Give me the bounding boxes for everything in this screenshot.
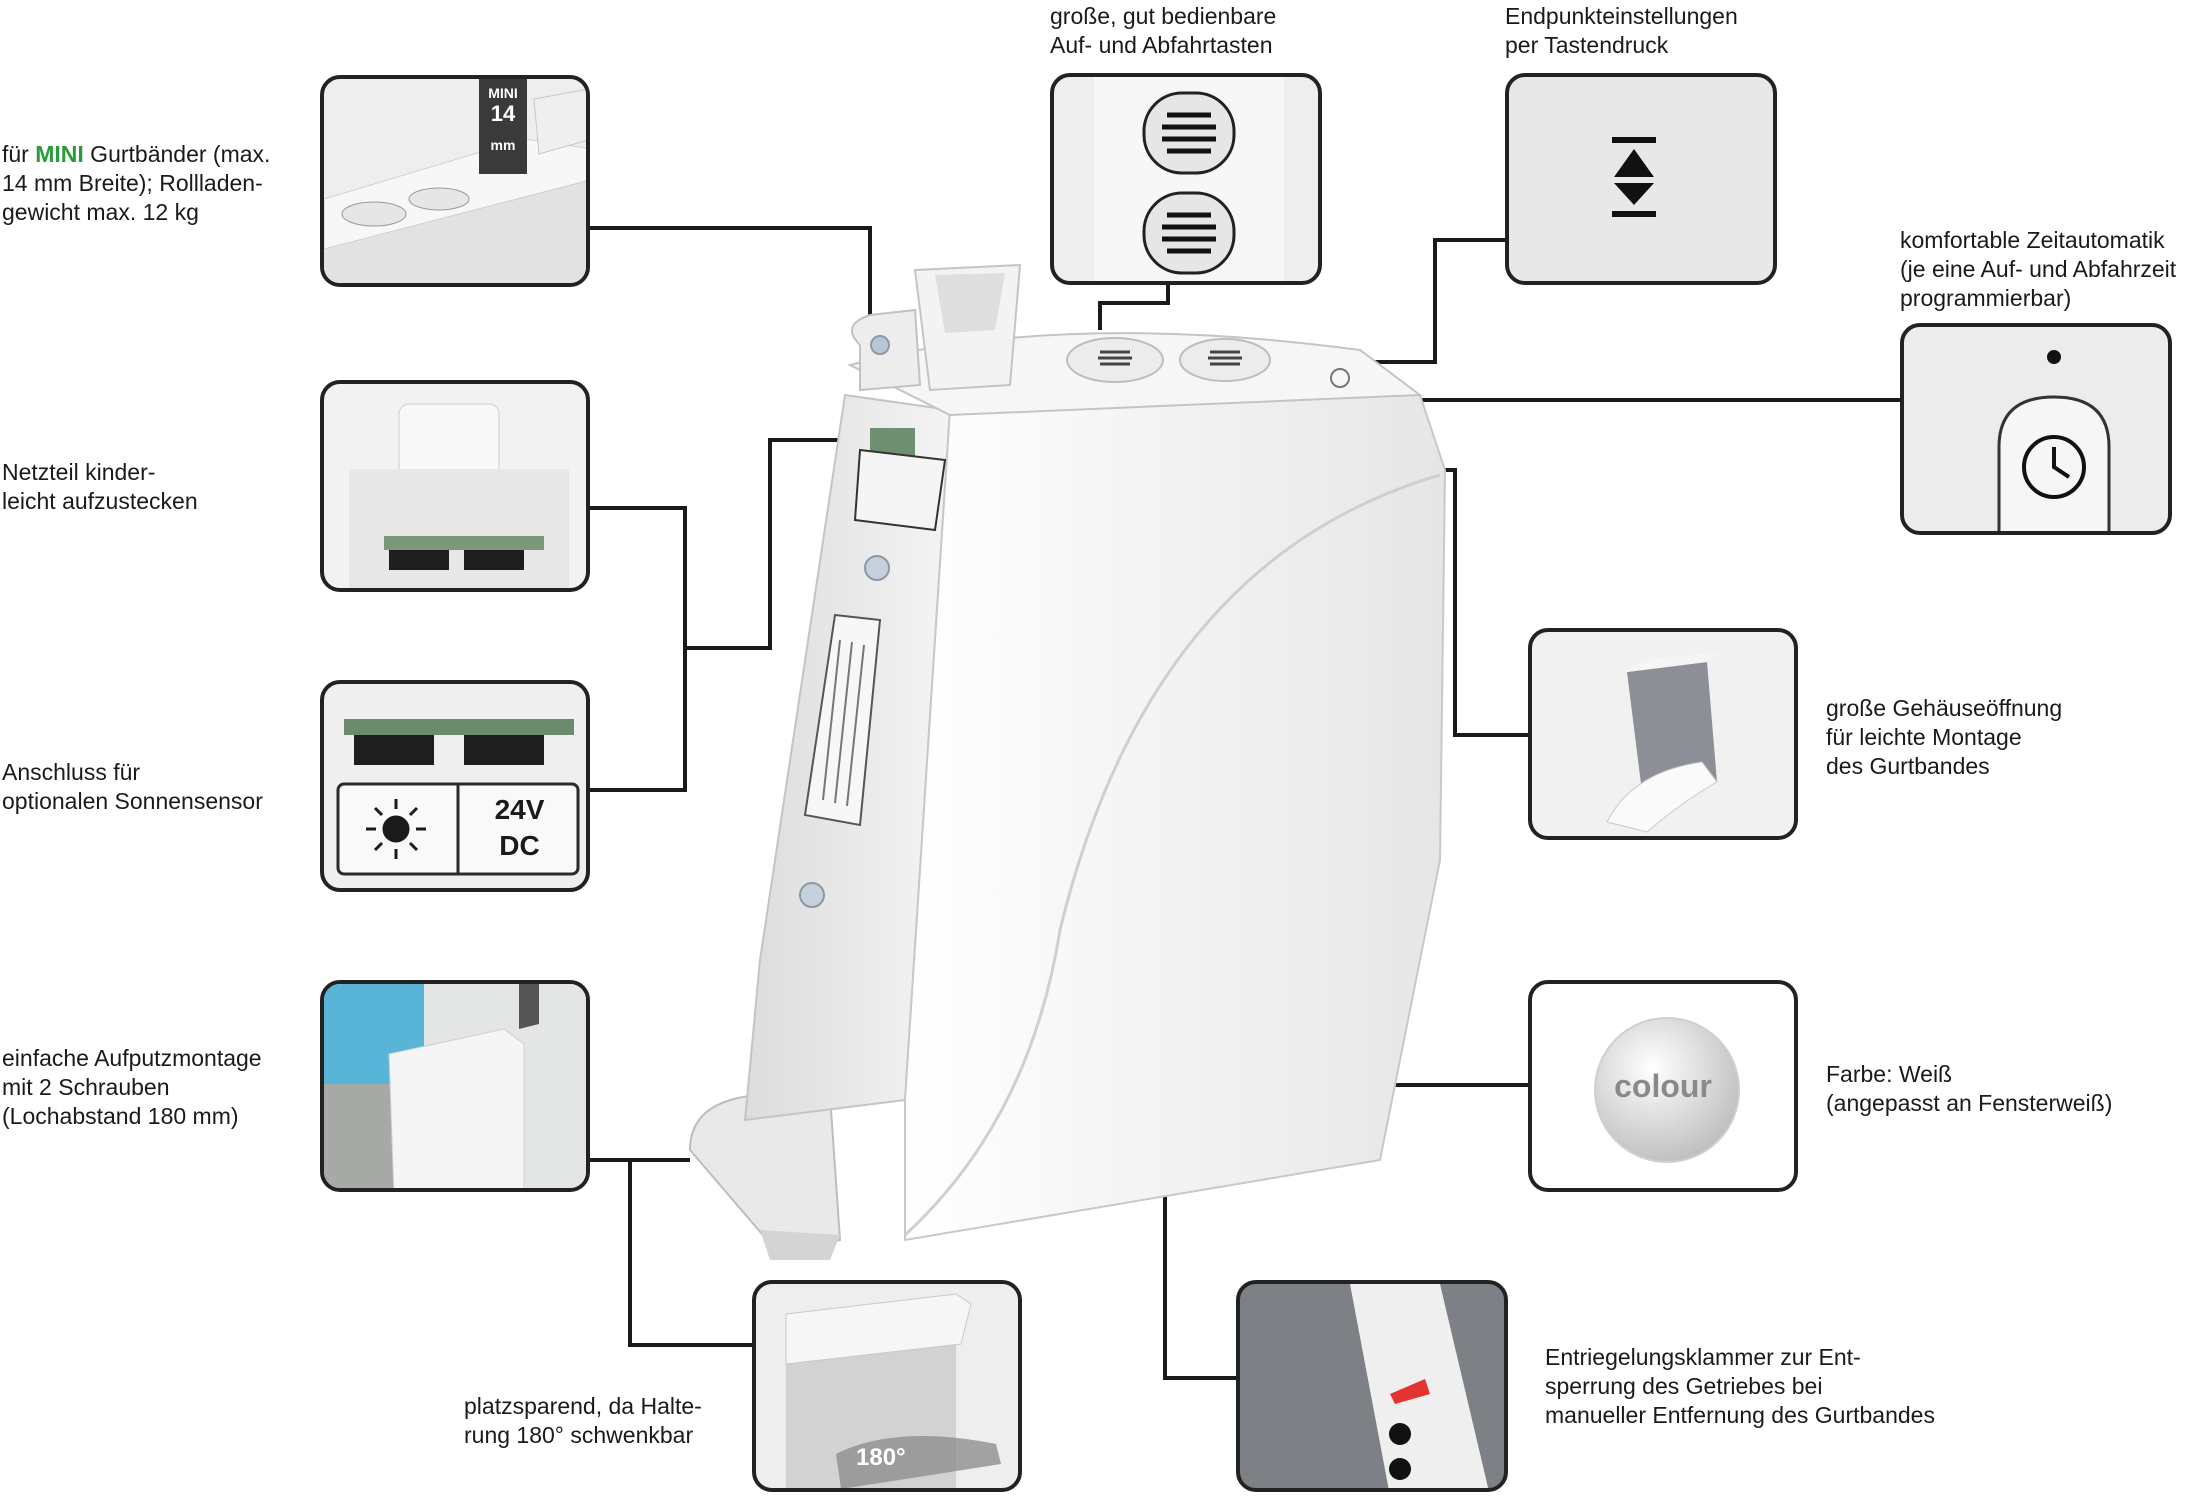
colour-swatch <box>1594 1017 1740 1163</box>
mini-badge: MINI <box>488 85 518 101</box>
caption-belt-post: Gurtbänder (max. 14 mm Breite); Rolllade… <box>2 141 271 225</box>
caption-color: Farbe: Weiß (angepasst an Fensterweiß) <box>1826 1061 2113 1116</box>
line-endpoint <box>1330 238 1508 364</box>
mini-brand: MINI <box>35 141 84 167</box>
buttons-photo <box>1094 77 1284 281</box>
line-buttons <box>1098 285 1170 330</box>
sensor-photo <box>336 719 580 876</box>
caption-belt-pre: für <box>2 141 36 167</box>
line-power <box>590 506 687 648</box>
line-belt <box>590 226 872 330</box>
callout-belt: MINI 14 mm <box>320 75 590 287</box>
caption-buttons: große, gut bedienbare Auf- und Abfahrtas… <box>1050 3 1277 58</box>
swivel-photo <box>785 1293 1001 1488</box>
caption-release: Entriegelungsklammer zur Ent- sperrung d… <box>1545 1344 1935 1428</box>
callout-swivel: 180° <box>752 1280 1022 1492</box>
endpoint-arrows-icon <box>1612 137 1656 217</box>
angle-label: 180° <box>856 1444 906 1471</box>
current-label: DC <box>499 830 540 861</box>
callout-endpoint <box>1505 73 1777 285</box>
mount-photo <box>324 984 586 1188</box>
release-clip-photo <box>1350 1284 1489 1488</box>
timer-button-photo <box>1997 350 2111 531</box>
belt-photo <box>324 79 586 283</box>
line-mount <box>590 1158 752 1347</box>
power-photo <box>349 403 569 588</box>
callout-sensor: 24V DC <box>320 680 590 892</box>
width-badge: 14 <box>490 101 516 126</box>
callout-power <box>320 380 590 592</box>
callout-mount <box>320 980 590 1192</box>
caption-swivel: platzsparend, da Halte- rung 180° schwen… <box>464 1393 702 1448</box>
caption-mount: einfache Aufputzmontage mit 2 Schrauben … <box>2 1045 262 1129</box>
line-release <box>1163 1160 1238 1380</box>
caption-opening: große Gehäuseöffnung für leichte Montage… <box>1826 695 2063 779</box>
unit-badge: mm <box>490 137 516 153</box>
caption-timer: komfortable Zeitautomatik (je eine Auf- … <box>1900 227 2177 311</box>
callout-release <box>1236 1280 1508 1492</box>
caption-power: Netzteil kinder- leicht aufzustecken <box>2 459 198 514</box>
caption-endpoint: Endpunkteinstellungen per Tastendruck <box>1505 3 1738 58</box>
voltage-label: 24V <box>494 794 545 825</box>
callout-timer <box>1900 323 2172 535</box>
clock-icon <box>2022 435 2086 499</box>
line-sensor <box>590 438 870 792</box>
caption-sensor: Anschluss für optionalen Sonnensensor <box>2 759 263 814</box>
callout-color: colour <box>1528 980 1798 1192</box>
callout-opening <box>1528 628 1798 840</box>
callout-buttons <box>1050 73 1322 285</box>
opening-photo <box>1606 652 1722 833</box>
caption-belt: für MINI Gurtbänder (max. 14 mm Breite);… <box>2 140 270 227</box>
colour-label: colour <box>1614 1068 1712 1104</box>
